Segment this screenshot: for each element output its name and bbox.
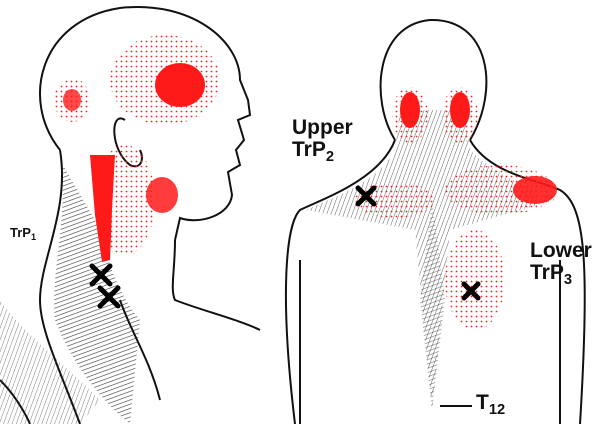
label-upper-trp2: Upper TrP2 [292,116,353,166]
trigger-point-x-marks-right [355,185,481,301]
label-lower-trp3: Lower TrP3 [530,239,592,289]
neck-muscle-hatching [54,160,140,424]
referred-pain-zones-right [355,87,557,330]
label-trp1: TrP1 [10,225,37,243]
trigger-point-x-marks-left [89,263,121,309]
label-t12: T12 [476,391,506,419]
referred-pain-zones-left [54,35,220,262]
